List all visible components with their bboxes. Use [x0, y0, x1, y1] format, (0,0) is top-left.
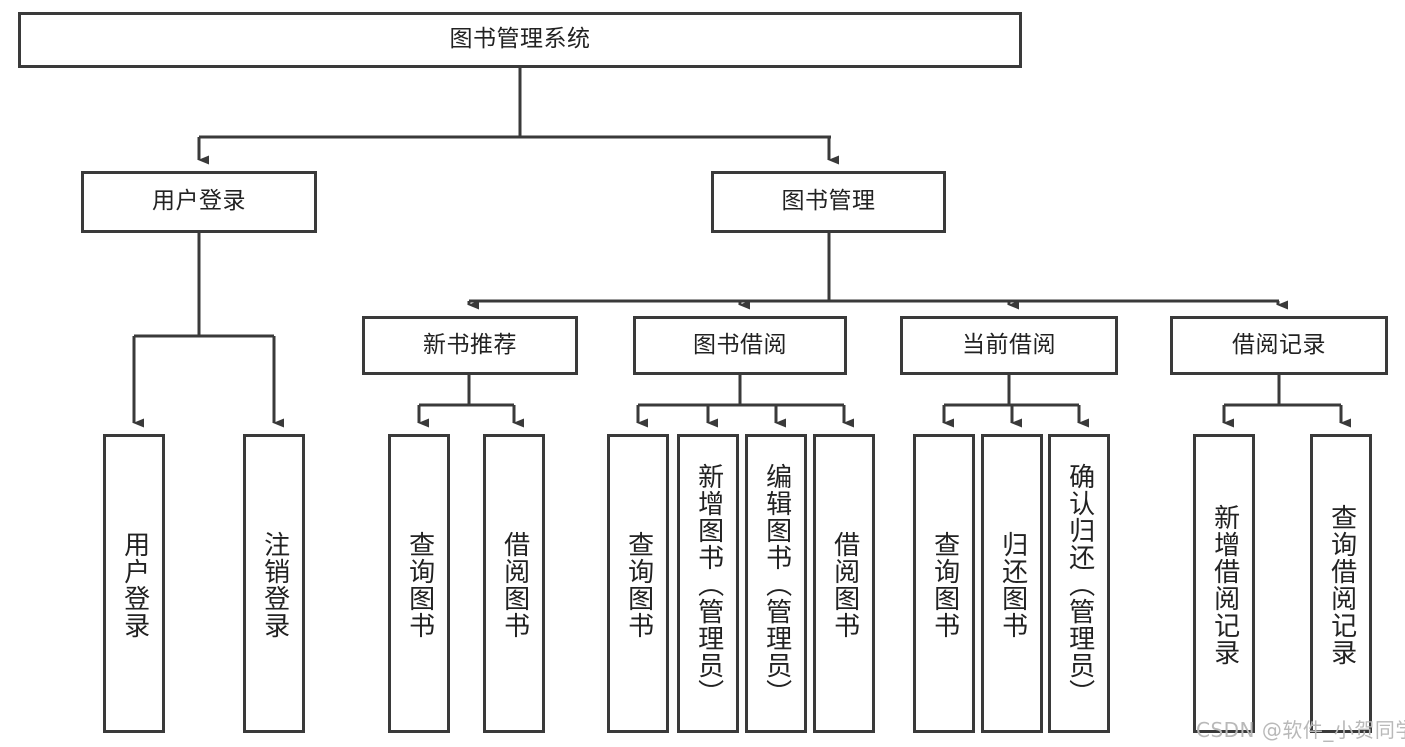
node-leaf-confirm-return[interactable]: 确认归还（管理员） — [1048, 434, 1110, 733]
node-leaf-user-logout[interactable]: 注销登录 — [243, 434, 305, 733]
node-book-borrow[interactable]: 图书借阅 — [633, 316, 847, 375]
edge-user-login-to-leaves — [132, 233, 284, 428]
edge-borrow-record-to-leaves — [1222, 375, 1351, 428]
node-user-login-label: 用户登录 — [152, 188, 246, 215]
node-leaf-query-book-rec[interactable]: 查询图书 — [388, 434, 450, 733]
node-leaf-confirm-return-label: 确认归还（管理员） — [1064, 463, 1095, 706]
csdn-watermark: CSDN @软件_小贺同学 — [1196, 718, 1405, 742]
node-leaf-borrow-book-label: 借阅图书 — [829, 530, 860, 639]
node-leaf-edit-book[interactable]: 编辑图书（管理员） — [745, 434, 807, 733]
node-book-borrow-label: 图书借阅 — [693, 331, 787, 358]
node-leaf-user-logout-label: 注销登录 — [259, 530, 290, 639]
node-leaf-add-book-label: 新增图书（管理员） — [693, 463, 724, 706]
node-user-login[interactable]: 用户登录 — [81, 171, 317, 233]
node-leaf-query-book-cur[interactable]: 查询图书 — [913, 434, 975, 733]
node-new-book-rec[interactable]: 新书推荐 — [362, 316, 578, 375]
edge-book-manage-to-level3 — [467, 233, 1288, 310]
node-book-manage-label: 图书管理 — [781, 188, 876, 215]
edge-new-book-rec-to-leaves — [417, 375, 524, 428]
node-leaf-borrow-book[interactable]: 借阅图书 — [813, 434, 875, 733]
edge-current-borrow-to-leaves — [942, 375, 1089, 428]
node-leaf-user-login[interactable]: 用户登录 — [103, 434, 165, 733]
node-leaf-add-record[interactable]: 新增借阅记录 — [1193, 434, 1255, 733]
node-borrow-record-label: 借阅记录 — [1232, 331, 1326, 358]
node-leaf-add-book[interactable]: 新增图书（管理员） — [677, 434, 739, 733]
node-leaf-query-book-label: 查询图书 — [623, 530, 654, 639]
node-root[interactable]: 图书管理系统 — [18, 12, 1022, 68]
node-leaf-query-book[interactable]: 查询图书 — [607, 434, 669, 733]
node-leaf-return-book[interactable]: 归还图书 — [981, 434, 1043, 733]
node-borrow-record[interactable]: 借阅记录 — [1170, 316, 1388, 375]
node-leaf-borrow-book-rec[interactable]: 借阅图书 — [483, 434, 545, 733]
node-leaf-query-record[interactable]: 查询借阅记录 — [1310, 434, 1372, 733]
node-leaf-borrow-book-rec-label: 借阅图书 — [499, 530, 530, 639]
node-leaf-edit-book-label: 编辑图书（管理员） — [761, 463, 792, 706]
node-new-book-rec-label: 新书推荐 — [423, 331, 517, 358]
node-leaf-user-login-label: 用户登录 — [119, 530, 150, 639]
edge-book-borrow-to-leaves — [636, 375, 854, 428]
node-leaf-return-book-label: 归还图书 — [997, 530, 1028, 639]
node-current-borrow[interactable]: 当前借阅 — [900, 316, 1118, 375]
node-root-label: 图书管理系统 — [449, 26, 591, 53]
node-book-manage[interactable]: 图书管理 — [711, 171, 946, 233]
node-leaf-query-record-label: 查询借阅记录 — [1326, 503, 1357, 666]
edge-root-to-level2 — [197, 68, 839, 165]
node-leaf-query-book-cur-label: 查询图书 — [929, 530, 960, 639]
node-current-borrow-label: 当前借阅 — [962, 331, 1056, 358]
node-leaf-add-record-label: 新增借阅记录 — [1209, 503, 1240, 666]
node-leaf-query-book-rec-label: 查询图书 — [404, 530, 435, 639]
